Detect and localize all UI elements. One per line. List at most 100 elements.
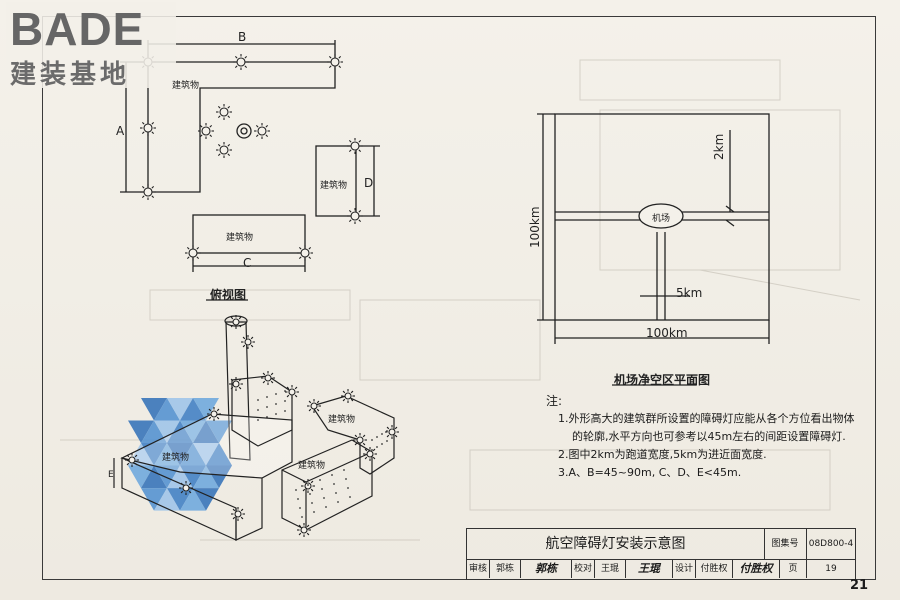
page-label: 页	[780, 560, 807, 578]
window-dot	[371, 439, 373, 441]
window-dot	[319, 479, 321, 481]
brand-logo-subtitle: 建装基地	[10, 60, 131, 90]
window-dot	[266, 406, 268, 408]
watermark-triangle	[141, 443, 167, 466]
notes-title: 注:	[546, 394, 563, 408]
iso-building-right	[311, 395, 395, 475]
airport-ellipse	[638, 203, 684, 229]
watermark-triangle	[180, 488, 206, 511]
obstruction-light-icon	[385, 425, 399, 439]
window-dot	[381, 433, 383, 435]
label-e: E	[108, 470, 114, 480]
window-dot	[381, 443, 383, 445]
watermark-triangle	[206, 420, 232, 444]
watermark-triangle	[180, 465, 206, 489]
reviewer-signature: 郭栋	[521, 560, 572, 578]
window-dot	[257, 419, 259, 421]
obstruction-light-icon	[198, 123, 214, 139]
window-dot	[275, 413, 277, 415]
window-dot	[347, 487, 349, 489]
brand-logo-text: BADE	[10, 3, 145, 55]
note-line-1: 1.外形高大的建筑群所设置的障碍灯应能从各个方位看出物体	[558, 412, 855, 425]
window-dot	[345, 478, 347, 480]
title-block: 航空障碍灯安装示意图 图集号 08D800-4 审核 郭栋 郭栋 校对 王琨 王…	[466, 528, 856, 580]
obstruction-light-icon	[140, 120, 156, 136]
window-dot	[376, 436, 378, 438]
obstruction-light-icon	[297, 523, 311, 537]
label-a: A	[116, 124, 125, 138]
window-dot	[297, 498, 299, 500]
label-100km-horizontal: 100km	[646, 326, 688, 340]
plan-center-light-cluster	[236, 123, 252, 139]
window-dot	[337, 501, 339, 503]
label-b: B	[238, 30, 247, 44]
obstruction-light-icon	[216, 104, 232, 120]
window-dot	[331, 474, 333, 476]
watermark-triangle	[141, 398, 167, 421]
obstruction-light-icon	[216, 142, 232, 158]
window-dot	[376, 446, 378, 448]
iso-window-dots	[257, 390, 388, 518]
window-dot	[311, 502, 313, 504]
label-100km-vertical: 100km	[528, 206, 542, 248]
airport-plan	[537, 113, 770, 386]
design-label: 设计	[673, 560, 696, 578]
watermark-triangle	[128, 465, 154, 489]
watermark-triangle	[206, 443, 232, 466]
obstruction-light-icon	[241, 335, 255, 349]
reviewer-name: 郭栋	[490, 560, 521, 578]
designer-name: 付胜权	[696, 560, 733, 578]
window-dot	[295, 489, 297, 491]
watermark-triangle	[154, 420, 180, 444]
checker-name: 王琨	[595, 560, 626, 578]
watermark-triangle	[154, 398, 180, 421]
obstruction-light-icon	[140, 184, 156, 200]
window-dot	[349, 496, 351, 498]
iso-building-label-1: 建筑物	[162, 453, 190, 463]
watermark-triangle	[193, 465, 219, 489]
window-dot	[333, 483, 335, 485]
watermark-triangle	[167, 420, 193, 444]
atlas-number: 08D800-4	[807, 529, 855, 560]
page-number: 21	[850, 578, 869, 593]
sheet-border	[42, 16, 876, 580]
window-dot	[325, 506, 327, 508]
airport-zone-boundary	[554, 113, 770, 321]
iso-building-label-3: 建筑物	[298, 461, 326, 471]
plan-obstruction-lights	[140, 54, 363, 261]
label-5km: 5km	[676, 286, 703, 300]
watermark-triangles	[128, 398, 232, 511]
obstruction-light-icon	[179, 481, 193, 495]
watermark-triangle	[180, 443, 206, 466]
building-label-3: 建筑物	[226, 233, 254, 243]
window-dot	[275, 393, 277, 395]
watermark-triangle	[206, 465, 232, 489]
plan-building-bottom	[192, 214, 306, 254]
atlas-label: 图集号	[764, 529, 807, 560]
window-dot	[284, 390, 286, 392]
obstruction-light-icon	[347, 138, 363, 154]
plan-building-right	[315, 145, 357, 217]
watermark-triangle	[141, 420, 167, 444]
note-line-2: 的轮廓,水平方向也可参考以45m左右的间距设置障碍灯.	[572, 430, 846, 443]
iso-obstruction-lights	[125, 315, 399, 537]
watermark-triangle	[193, 420, 219, 444]
window-dot	[386, 430, 388, 432]
window-dot	[301, 516, 303, 518]
window-dot	[284, 400, 286, 402]
obstruction-light-icon	[353, 433, 367, 447]
building-label-1: 建筑物	[172, 81, 200, 91]
watermark-triangle	[193, 398, 219, 421]
window-dot	[307, 484, 309, 486]
obstruction-light-icon	[229, 377, 243, 391]
obstruction-light-icon	[231, 507, 245, 521]
window-dot	[284, 410, 286, 412]
checker-signature: 王琨	[626, 560, 673, 578]
iso-building-front	[281, 439, 373, 531]
window-dot	[323, 497, 325, 499]
review-label: 审核	[467, 560, 490, 578]
window-dot	[266, 396, 268, 398]
page-value: 19	[825, 564, 837, 574]
window-dot	[335, 492, 337, 494]
